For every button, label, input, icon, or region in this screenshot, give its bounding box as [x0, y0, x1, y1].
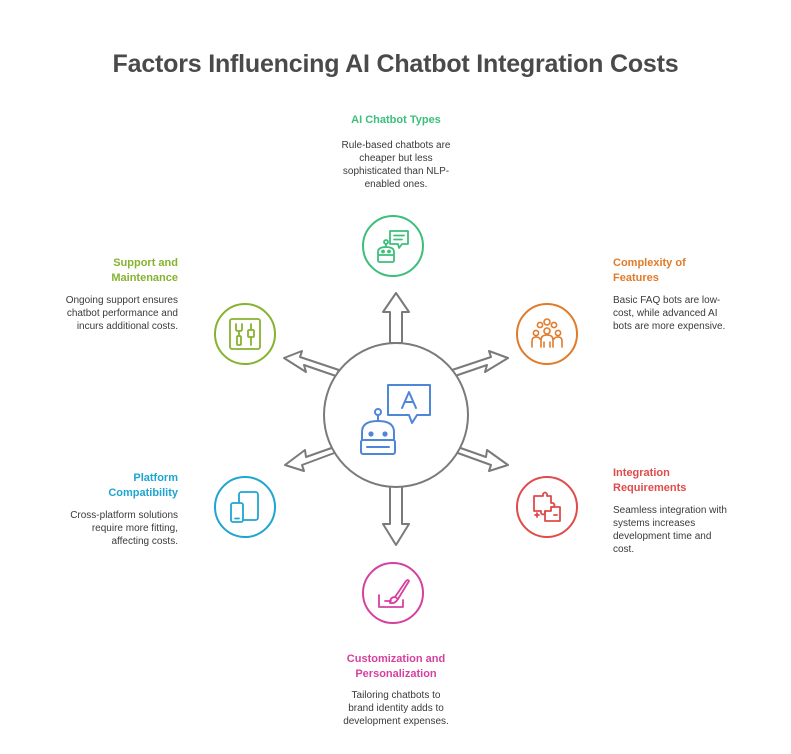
integration-label: Integration Requirements: [613, 467, 687, 494]
paint-brush-icon: [378, 579, 410, 608]
arrow-upper-left: [283, 350, 340, 377]
platform-label: Platform Compatibility: [108, 472, 178, 499]
support-description: Ongoing support ensures chatbot performa…: [65, 295, 178, 332]
support-label: Support and Maintenance: [111, 257, 178, 284]
support-node: [214, 303, 276, 365]
chatbot-types-node: [362, 215, 424, 277]
platform-description: Cross-platform solutions require more fi…: [70, 510, 178, 547]
complexity-label: Complexity of Features: [613, 257, 686, 284]
chatbot-types-label: AI Chatbot Types: [351, 114, 441, 126]
chatbot-types-description: Rule-based chatbots are cheaper but less…: [341, 140, 451, 190]
chat-robot-icon: [377, 230, 409, 263]
customization-label: Customization and Personalization: [346, 653, 446, 680]
arrow-down: [382, 485, 410, 546]
tools-icon: [229, 318, 261, 350]
integration-description: Seamless integration with systems increa…: [613, 505, 727, 555]
puzzle-icon: [533, 491, 561, 522]
devices-icon: [230, 491, 259, 523]
customization-node: [362, 562, 424, 624]
customization-description: Tailoring chatbots to brand identity add…: [343, 690, 449, 727]
complexity-node: [516, 303, 578, 365]
platform-node: [214, 476, 276, 538]
integration-node: [516, 476, 578, 538]
robot-chat-icon: [360, 384, 431, 455]
arrow-up: [382, 292, 410, 344]
group-icon: [531, 318, 563, 348]
arrow-upper-right: [451, 350, 509, 377]
complexity-description: Basic FAQ bots are low-cost, while advan…: [613, 295, 726, 332]
page-title: Factors Influencing AI Chatbot Integrati…: [112, 50, 679, 78]
